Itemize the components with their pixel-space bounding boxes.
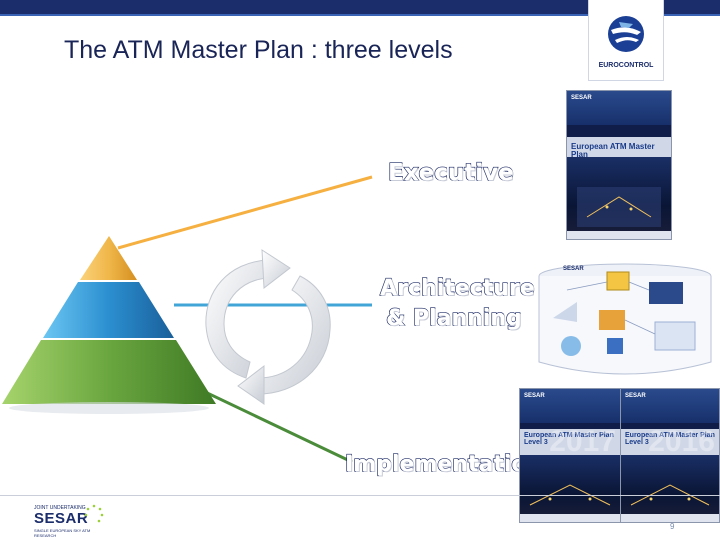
cover-year: 2017 [549, 425, 616, 458]
stakeholder-icon [561, 336, 581, 356]
sesar-sub-text: SINGLE EUROPEAN SKY ATM RESEARCH [34, 528, 91, 538]
sesar-joint-undertaking-logo: JOINT UNDERTAKING SESAR SINGLE EUROPEAN … [26, 500, 106, 538]
implementation-level-label: Implementation [344, 451, 543, 477]
executive-connector-line [117, 175, 373, 250]
page-number: 9 [670, 522, 675, 531]
cover-year: 2016 [648, 425, 715, 458]
executive-master-plan-cover: SESAR European ATM Master Plan [566, 90, 672, 240]
level3-master-plan-cover-2016: SESAR European ATM Master Plan Level 3 2… [620, 388, 720, 523]
pyramid-architecture-tier [43, 282, 174, 338]
cover-image [567, 157, 671, 239]
cover-brand: SESAR [524, 393, 545, 399]
target-concept-box [606, 271, 630, 291]
eurocontrol-caption: EUROCONTROL [598, 62, 654, 69]
pyramid [2, 236, 216, 414]
cover-header: SESAR [520, 389, 620, 423]
cover-title: European ATM Master Plan Level 3 [625, 432, 715, 447]
cover-footer [621, 514, 719, 522]
chart-icon [553, 302, 577, 322]
eurocontrol-emblem-icon [608, 16, 644, 52]
cover-title-band: European ATM Master Plan Level 3 [621, 429, 719, 455]
cover-brand: SESAR [625, 393, 646, 399]
cover-footer [520, 514, 620, 522]
slide-title: The ATM Master Plan : three levels [64, 36, 453, 64]
eurocontrol-logo: EUROCONTROL [588, 0, 664, 81]
cover-header: SESAR [567, 91, 671, 125]
header-accent-line [0, 14, 720, 16]
cover-image [520, 455, 620, 522]
planning-level-label: & Planning [385, 305, 522, 331]
diagram-brand: SESAR [563, 266, 584, 272]
circular-arrows-icon [205, 249, 331, 405]
sesar-wordmark: SESAR [34, 510, 89, 527]
cover-image [621, 455, 719, 522]
cover-title: European ATM Master Plan [571, 142, 655, 160]
operational-box [649, 282, 683, 304]
cover-title: European ATM Master Plan Level 3 [524, 432, 614, 447]
executive-level-label: Executive [387, 159, 514, 186]
cover-brand: SESAR [571, 95, 592, 101]
roadmap-box [599, 310, 625, 330]
deployment-box [654, 321, 696, 351]
cover-header: SESAR [621, 389, 719, 423]
star-circle-icon [84, 504, 104, 523]
pyramid-implementation-tier [2, 340, 216, 404]
architecture-diagram: SESAR [537, 262, 720, 380]
sesar-top-text: JOINT UNDERTAKING [34, 505, 86, 511]
component-box [607, 338, 623, 354]
cover-title-band: European ATM Master Plan [567, 137, 671, 160]
pyramid-executive-tier [80, 236, 137, 280]
level3-master-plan-cover-2017: SESAR European ATM Master Plan Level 3 2… [519, 388, 621, 523]
architecture-level-label: Architecture [379, 275, 535, 301]
footer-divider [0, 495, 720, 496]
cover-footer [567, 231, 671, 239]
header-bar [0, 0, 720, 14]
cover-title-band: European ATM Master Plan Level 3 [520, 429, 620, 455]
